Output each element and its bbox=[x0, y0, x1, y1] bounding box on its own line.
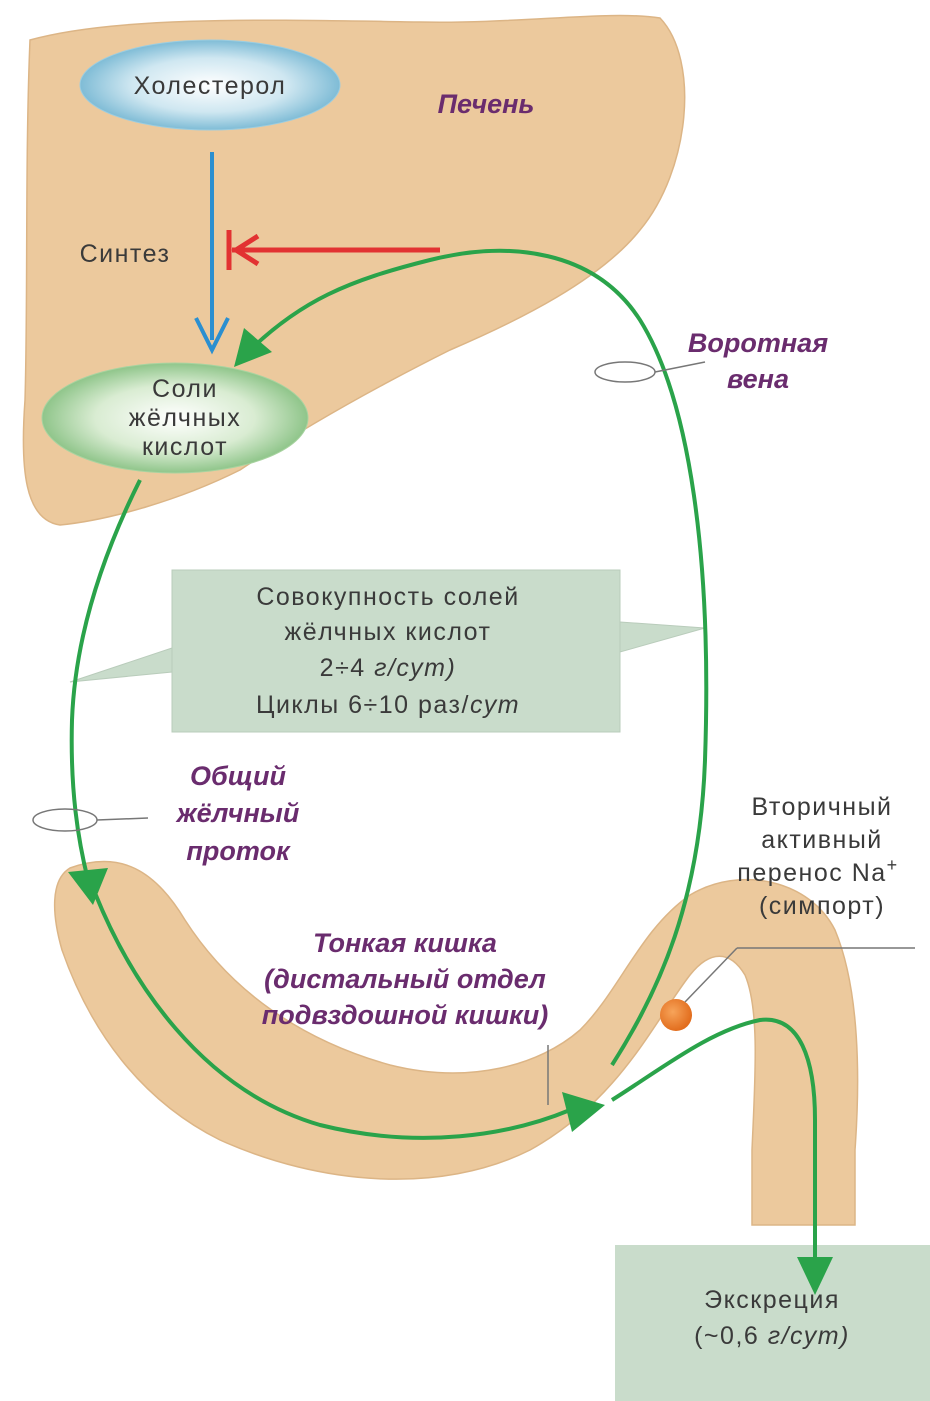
bile-salts-label-2: жёлчных bbox=[129, 404, 241, 432]
transport-label-1: Вторичный bbox=[751, 793, 892, 821]
synthesis-label: Синтез bbox=[80, 240, 171, 268]
intestine-label-2: (дистальный отдел bbox=[264, 964, 546, 994]
excretion-label-2: (~0,6 г/сут) bbox=[694, 1322, 850, 1350]
portal-vein-ring-icon bbox=[595, 362, 655, 382]
cholesterol-label: Холестерол bbox=[134, 72, 287, 100]
portal-vein-label-1: Воротная bbox=[688, 328, 828, 358]
bile-duct-leader bbox=[97, 818, 148, 820]
pool-line-3: 2÷4 г/сут) bbox=[320, 654, 457, 682]
intestine-shape bbox=[55, 861, 858, 1225]
bile-duct-label-1: Общий bbox=[190, 761, 286, 791]
intestine-label-1: Тонкая кишка bbox=[313, 928, 497, 958]
pool-box-pointer-left bbox=[70, 648, 172, 682]
pool-box-pointer-right bbox=[620, 622, 705, 652]
liver-label: Печень bbox=[438, 89, 535, 119]
pool-line-2: жёлчных кислот bbox=[285, 618, 492, 646]
bile-duct-label-3: проток bbox=[186, 836, 291, 866]
portal-vein-label-2: вена bbox=[727, 364, 789, 394]
transport-label-2: активный bbox=[761, 826, 883, 854]
excretion-label-1: Экскреция bbox=[704, 1286, 840, 1314]
intestine-label-3: подвздошной кишки) bbox=[262, 1000, 548, 1030]
bile-duct-label-2: жёлчный bbox=[175, 798, 300, 828]
na-symport-transporter bbox=[660, 999, 692, 1031]
pool-line-1: Совокупность солей bbox=[256, 583, 519, 611]
transport-label-4: (симпорт) bbox=[759, 892, 885, 920]
bile-salts-label-3: кислот bbox=[142, 433, 228, 461]
bile-duct-ring-icon bbox=[33, 809, 97, 831]
bile-salts-label-1: Соли bbox=[152, 375, 218, 403]
pool-line-4: Циклы 6÷10 раз/сут bbox=[256, 691, 520, 719]
transport-label-3: перенос Na+ bbox=[737, 855, 898, 887]
